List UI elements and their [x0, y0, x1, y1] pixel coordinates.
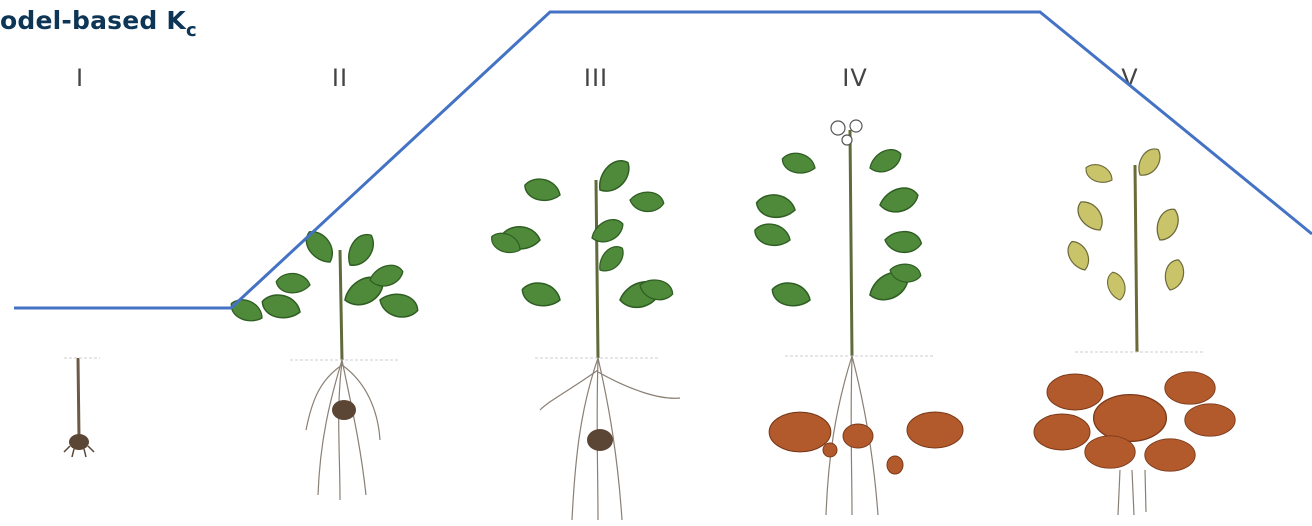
plant-stage-i — [64, 358, 100, 457]
plant-stage-ii — [227, 226, 421, 500]
plant-stage-iv — [752, 120, 963, 515]
plant-stage-v — [1034, 144, 1235, 515]
plant-stage-iii — [488, 155, 680, 520]
kc-curve-line — [14, 12, 1312, 308]
